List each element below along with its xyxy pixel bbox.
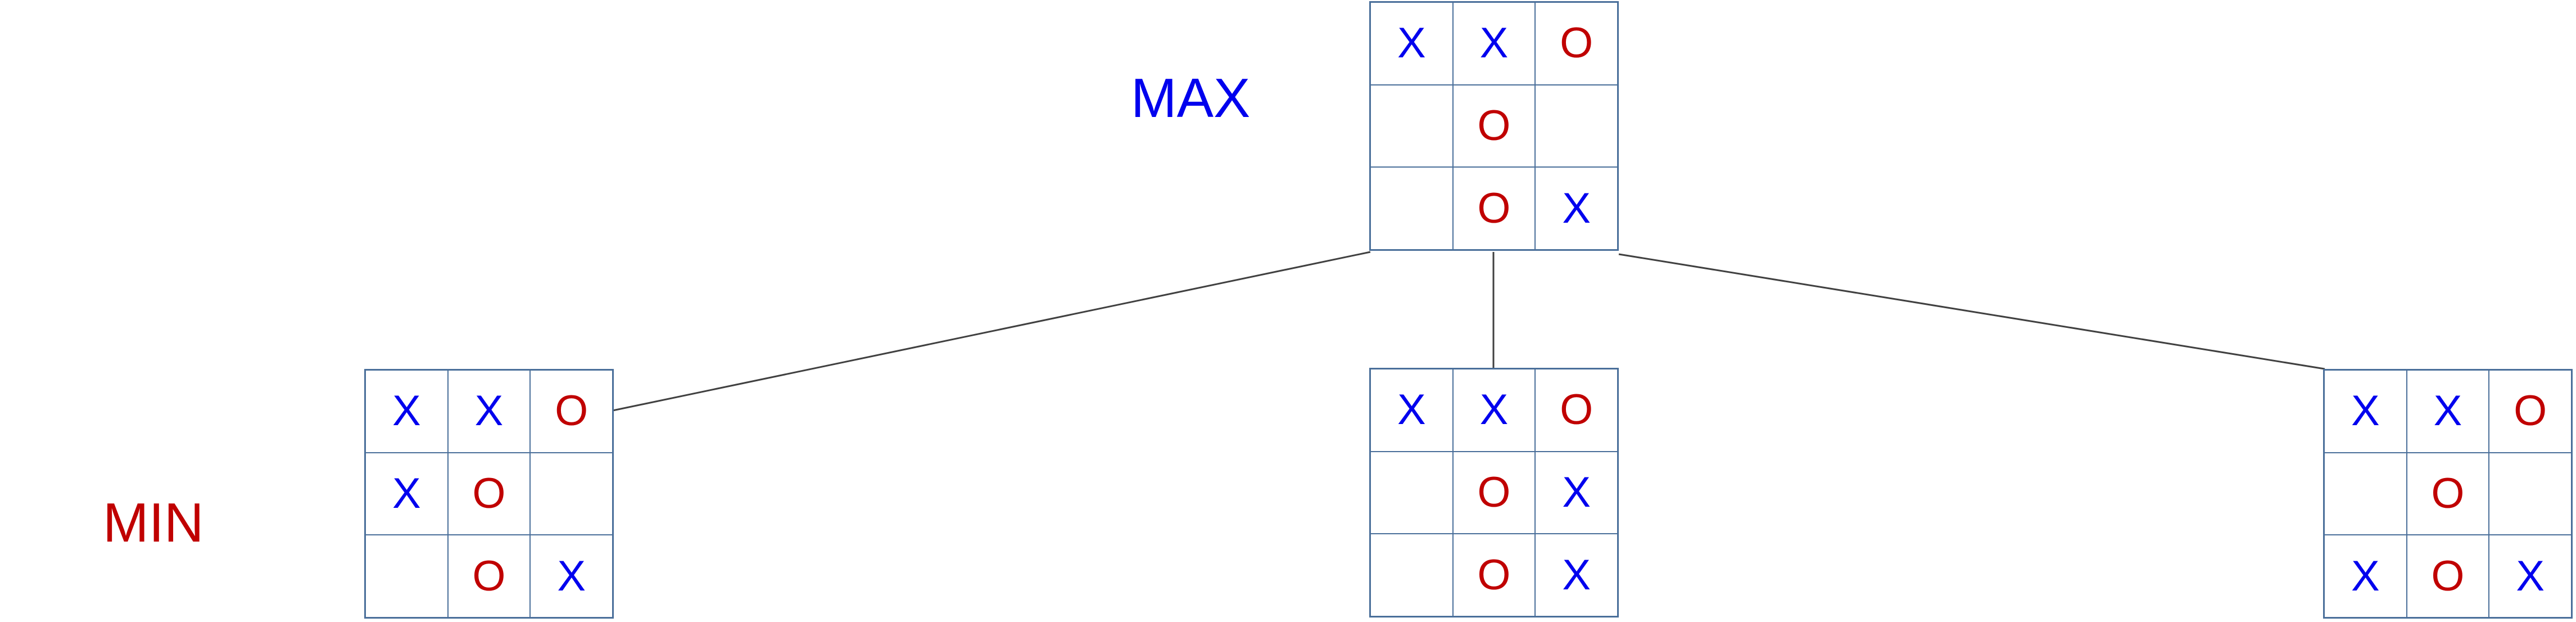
board-cell: O — [447, 452, 531, 535]
board-cell: O — [1452, 84, 1536, 168]
max-level-label: MAX — [1131, 67, 1251, 129]
board-cell: O — [2406, 452, 2489, 535]
board-cell: X — [530, 535, 613, 618]
board-cell — [1370, 84, 1453, 168]
board-cell — [2489, 452, 2572, 535]
min-level-label: MIN — [103, 492, 204, 553]
board-cell — [1370, 451, 1453, 534]
board-cell: O — [2489, 370, 2572, 453]
board-cell: X — [1535, 167, 1618, 250]
board-cell — [1370, 167, 1453, 250]
edge-root-to-left — [612, 251, 1371, 412]
board-cell: X — [2406, 370, 2489, 453]
board-cell: O — [447, 535, 531, 618]
board-cell: X — [1452, 2, 1536, 85]
board-cell — [530, 452, 613, 535]
board-cell: O — [1535, 369, 1618, 452]
board-cell: X — [1370, 369, 1453, 452]
board-cell — [1370, 534, 1453, 616]
edge-root-to-right — [1618, 253, 2325, 370]
board-cell: O — [1535, 2, 1618, 85]
board-cell: X — [2324, 535, 2407, 618]
board-cell: O — [530, 370, 613, 453]
board-cell — [1535, 84, 1618, 168]
board-cell: X — [1535, 451, 1618, 534]
board-cell: X — [1370, 2, 1453, 85]
board-cell: X — [2489, 535, 2572, 618]
board-cell: X — [447, 370, 531, 453]
board-cell: X — [1535, 534, 1618, 616]
board-cell: O — [1452, 167, 1536, 250]
board-cell: X — [365, 452, 448, 535]
board-cell: O — [1452, 534, 1536, 616]
board-cell — [365, 535, 448, 618]
board-cell: X — [365, 370, 448, 453]
board-cell: O — [2406, 535, 2489, 618]
board-cell: X — [2324, 370, 2407, 453]
board-cell: X — [1452, 369, 1536, 452]
board-cell — [2324, 452, 2407, 535]
board-cell: O — [1452, 451, 1536, 534]
